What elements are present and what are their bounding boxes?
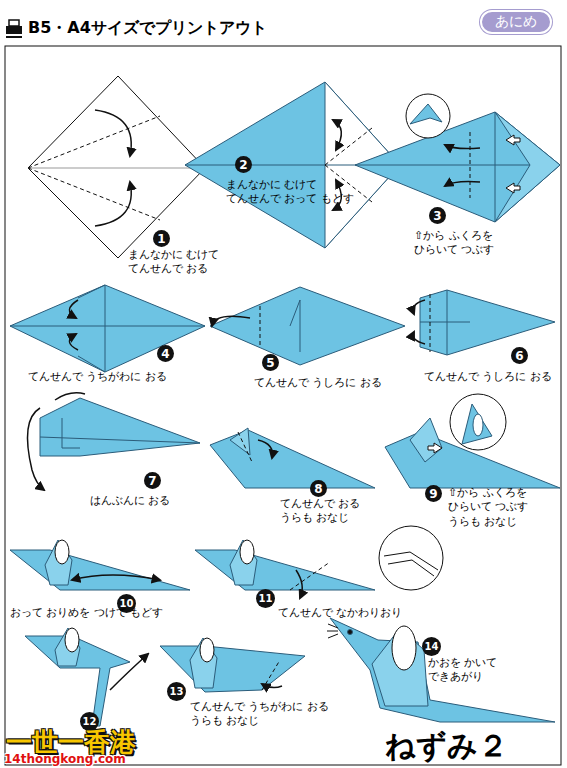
instruction: てんせんで うちがわに おる: [28, 370, 167, 384]
node-text: 13: [170, 686, 184, 697]
node-text: 4: [161, 347, 169, 361]
step-number: 1: [153, 230, 170, 247]
instruction: てんせんで うしろに おる: [424, 370, 552, 384]
page-title: ねずみ２: [385, 726, 508, 767]
step10-figure: [10, 540, 190, 590]
node-text: 11: [259, 593, 273, 604]
node-text: 9: [429, 487, 437, 501]
instruction: ⇧から ふくろを ひらいて つぶす うらも おなじ: [448, 486, 540, 529]
node-text: あにめ: [495, 13, 537, 31]
node-text: 5: [266, 356, 274, 370]
node-text: 12: [83, 716, 97, 727]
instruction: てんせんで なかわりおり: [278, 606, 403, 620]
step-number: 4: [157, 345, 174, 362]
step-number: 11: [256, 589, 275, 608]
step-number: 14: [422, 637, 441, 656]
instruction: てんせんで おる うらも おなじ: [280, 497, 370, 526]
step11-figure: [195, 526, 443, 598]
node-text: 3: [433, 209, 441, 223]
step14-figure: [327, 618, 555, 722]
step4-figure: [10, 285, 205, 372]
instruction: てんせんで うしろに おる: [254, 376, 382, 390]
node-text: 8: [314, 482, 322, 496]
instruction: まんなかに むけて てんせんで おって もどす: [226, 178, 361, 207]
step7-figure: [28, 393, 201, 490]
step-number: 8: [310, 480, 327, 497]
step-number: 13: [167, 682, 186, 701]
category-badge: あにめ: [480, 10, 552, 34]
node-text: 1: [157, 232, 165, 246]
instruction: かおを かいて できあがり: [428, 656, 508, 685]
instruction: てんせんで うちがわに おる うらも おなじ: [190, 700, 335, 729]
instruction: まんなかに むけて てんせんで おる: [128, 248, 233, 277]
step6-figure: [413, 290, 555, 355]
step8-figure: [210, 428, 375, 488]
step3-figure: [355, 94, 560, 222]
page-frame: [5, 46, 561, 765]
node-text: 2: [239, 158, 247, 172]
instruction: はんぶんに おる: [90, 494, 171, 508]
step9-figure: [385, 394, 560, 488]
step-number: 3: [429, 207, 446, 224]
step-number: 6: [511, 347, 528, 364]
node-text: 14: [425, 641, 439, 652]
step-number: 2: [235, 156, 252, 173]
step-number: 7: [144, 472, 161, 489]
step1-figure: [28, 76, 205, 258]
watermark-url: 14thongkong.com: [4, 752, 126, 768]
node-text: 7: [148, 474, 156, 488]
printer-icon: [6, 20, 22, 38]
instruction: ⇧から ふくろを ひらいて つぶす: [414, 229, 509, 258]
node-text: 6: [515, 349, 523, 363]
step-number: 5: [262, 354, 279, 371]
instruction: おって おりめを つけて もどす: [10, 606, 164, 620]
header-text: B5・A4サイズでプリントアウト: [28, 18, 267, 39]
step-number: 9: [425, 485, 442, 502]
step5-figure: [210, 287, 405, 365]
